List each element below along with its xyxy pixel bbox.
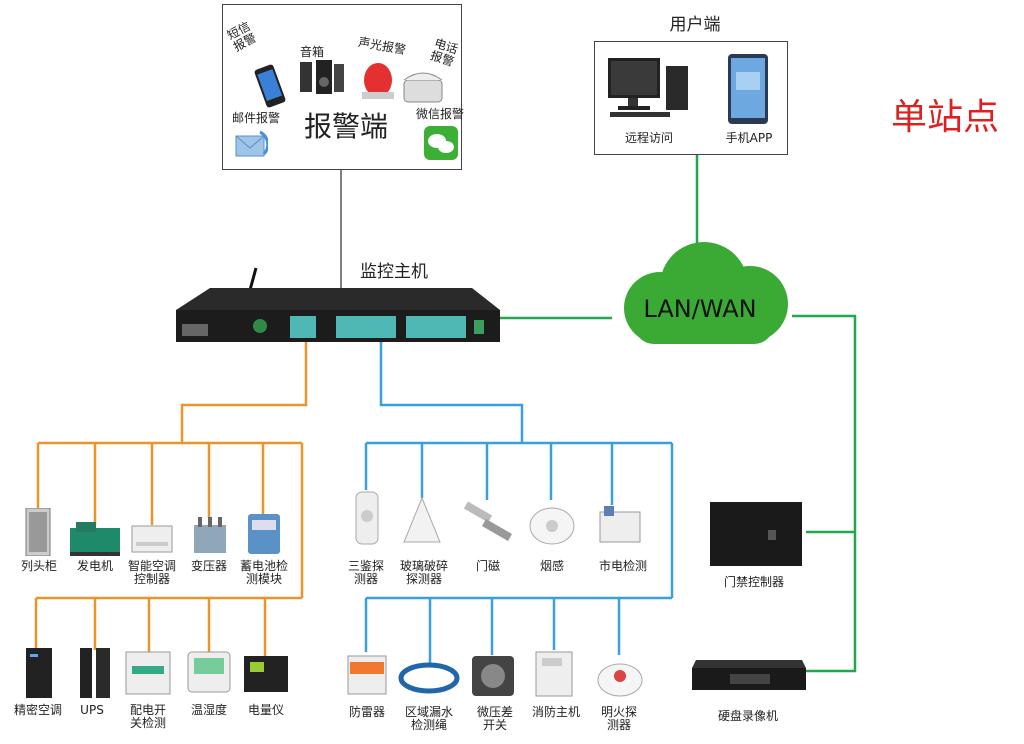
leak-rope-icon bbox=[398, 660, 460, 696]
orange-row2-label-2: 配电开 关检测 bbox=[129, 703, 166, 730]
right-device-label-1: 硬盘录像机 bbox=[717, 709, 778, 723]
mains-detector-icon bbox=[596, 504, 650, 550]
blue-row2-label-1: 区域漏水 检测绳 bbox=[404, 705, 453, 732]
orange-row1-label-3: 变压器 bbox=[190, 559, 227, 573]
temperature-humidity-icon bbox=[186, 650, 232, 694]
blue-row2-label-3: 消防主机 bbox=[531, 705, 580, 719]
nvr-icon bbox=[690, 656, 808, 692]
user-remote-label: 远程访问 bbox=[624, 131, 673, 145]
smartphone-icon bbox=[250, 64, 290, 108]
orange-row2-label-1: UPS bbox=[80, 703, 104, 717]
fire-host-icon bbox=[534, 650, 574, 698]
speaker-icon bbox=[298, 58, 344, 96]
orange-row1-label-4: 蓄电池检 测模块 bbox=[239, 559, 288, 586]
telephone-icon bbox=[400, 68, 446, 106]
email-sync-icon bbox=[232, 128, 268, 162]
orange-row1-label-0: 列头柜 bbox=[20, 559, 57, 573]
switch-detector-icon bbox=[124, 650, 172, 696]
wechat-icon bbox=[422, 124, 460, 162]
nvr-link bbox=[792, 314, 857, 673]
blue-row1-label-1: 玻璃破碎 探测器 bbox=[399, 559, 448, 586]
site-label: 单站点 bbox=[890, 97, 999, 138]
orange-row1-label-1: 发电机 bbox=[76, 559, 113, 573]
transformer-icon bbox=[190, 515, 230, 557]
power-meter-icon bbox=[242, 654, 290, 694]
blue-tree bbox=[364, 340, 674, 664]
blue-row2-label-4: 明火探 测器 bbox=[600, 705, 637, 732]
right-device-label-0: 门禁控制器 bbox=[723, 575, 784, 589]
orange-row2-label-0: 精密空调 bbox=[13, 703, 62, 717]
ups-icon bbox=[78, 648, 112, 698]
blue-row1-label-0: 三鉴探 测器 bbox=[347, 559, 384, 586]
glass-break-detector-icon bbox=[402, 496, 442, 546]
blue-row2-label-2: 微压差 开关 bbox=[476, 705, 513, 732]
battery-module-icon bbox=[246, 512, 282, 556]
smoke-detector-icon bbox=[528, 502, 576, 548]
access-controller-icon bbox=[708, 500, 804, 568]
monitoring-host-device bbox=[170, 266, 500, 346]
cloud-label: LAN/WAN bbox=[643, 295, 757, 323]
surge-protector-icon bbox=[346, 652, 388, 698]
orange-row2-label-4: 电量仪 bbox=[247, 703, 284, 717]
lan-wan-cloud bbox=[604, 240, 798, 348]
user-title: 用户端 bbox=[669, 15, 721, 35]
ac-controller-icon bbox=[130, 524, 174, 554]
siren-icon bbox=[358, 56, 398, 100]
alarm-wechat-label: 微信报警 bbox=[415, 107, 464, 121]
blue-row1-label-2: 门磁 bbox=[475, 559, 500, 573]
alarm-title: 报警端 bbox=[303, 110, 388, 143]
orange-row2-label-3: 温湿度 bbox=[190, 703, 227, 717]
blue-row2-label-0: 防雷器 bbox=[348, 705, 385, 719]
mobile-app-icon bbox=[726, 52, 770, 126]
blue-row1-label-3: 烟感 bbox=[539, 559, 564, 573]
orange-tree bbox=[34, 340, 308, 656]
alarm-speaker-label: 音箱 bbox=[299, 45, 324, 59]
pressure-switch-icon bbox=[470, 654, 516, 698]
user-app-label: 手机APP bbox=[725, 131, 773, 145]
flame-detector-icon bbox=[596, 656, 644, 698]
precision-ac-icon bbox=[24, 648, 54, 698]
orange-row1-label-2: 智能空调 控制器 bbox=[127, 559, 176, 586]
column-cabinet-icon bbox=[24, 508, 52, 556]
host-label: 监控主机 bbox=[360, 262, 428, 282]
blue-row1-label-4: 市电检测 bbox=[598, 559, 647, 573]
door-magnet-icon bbox=[460, 500, 518, 546]
desktop-computer-icon bbox=[604, 54, 696, 120]
generator-icon bbox=[68, 522, 122, 556]
alarm-email-label: 邮件报警 bbox=[231, 111, 280, 125]
triple-tech-detector-icon bbox=[352, 488, 382, 548]
